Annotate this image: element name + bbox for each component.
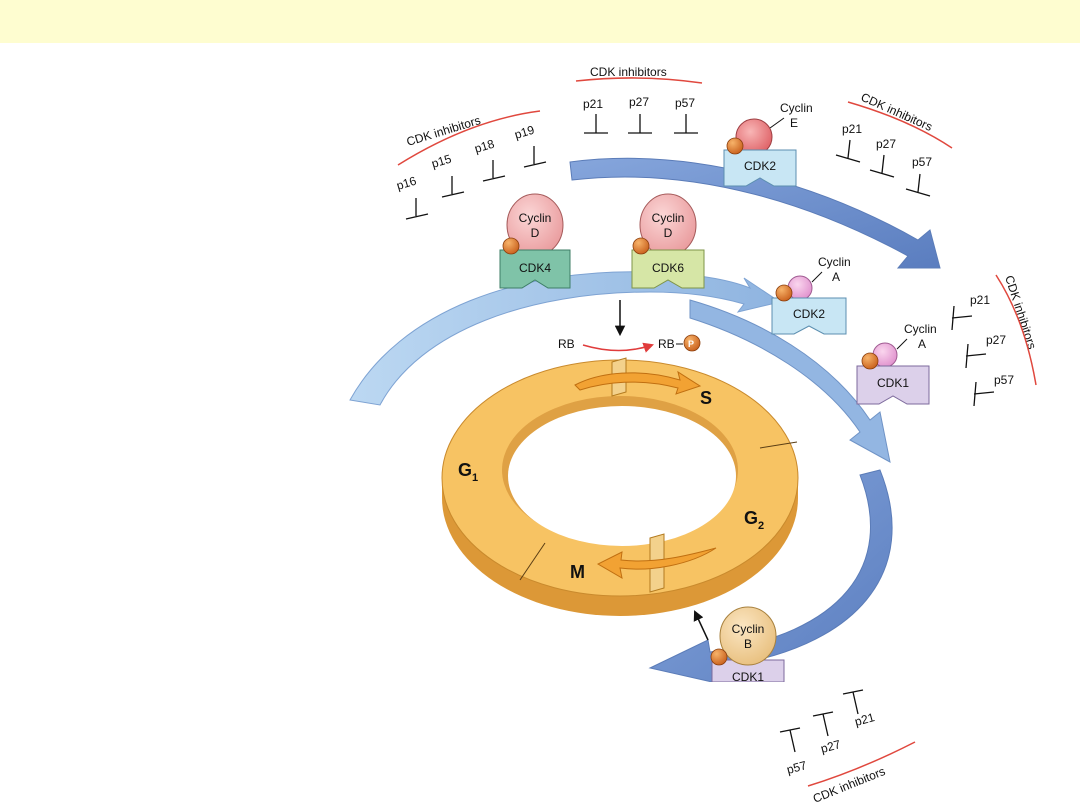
rb-label: RB [558, 337, 575, 351]
inhibitor-label-p15: p15 [430, 152, 454, 171]
cyclin-label: Cyclin [904, 322, 937, 336]
complex-cyclin-a-cdk1: Cyclin A CDK1 [856, 322, 937, 405]
inhibitor-group-right-side: CDK inhibitors p21 p27 p57 [951, 274, 1039, 407]
phosphate-icon [710, 648, 728, 666]
inhibitor-label-p57: p57 [994, 373, 1014, 387]
complex-cyclin-d-cdk4: Cyclin D CDK4 [499, 193, 571, 289]
complex-cyclin-a-cdk2: Cyclin A CDK2 [771, 255, 851, 335]
cyclin-type-label: E [790, 116, 798, 130]
rb-phosphorylation-arrow [582, 342, 654, 353]
phosphate-label: P [688, 339, 694, 349]
cyclin-b-to-m-arrow [693, 610, 709, 641]
inhibitor-group-label: CDK inhibitors [859, 90, 935, 134]
inhibitor-label-p57: p57 [675, 96, 695, 110]
phosphate-icon [632, 237, 650, 255]
cdk-label: CDK4 [519, 261, 551, 275]
inhibitor-group-right-upper: CDK inhibitors p21 p27 p57 [835, 90, 953, 197]
cyclin-label: Cyclin [652, 211, 685, 225]
phosphate-icon [775, 284, 793, 302]
inhibitor-group-label: CDK inhibitors [1002, 274, 1039, 351]
g1-s-checkpoint [574, 357, 702, 397]
cyclin-label: Cyclin [818, 255, 851, 269]
phase-label-g2: G2 [744, 508, 764, 532]
inhibitor-label-p19: p19 [513, 123, 537, 142]
cyclin-type-label: A [918, 337, 926, 351]
inner-light-arrow [349, 271, 782, 406]
cyclin-type-label: A [832, 270, 840, 284]
phosphate-icon [683, 334, 701, 352]
inhibitor-group-label: CDK inhibitors [590, 65, 667, 79]
cell-cycle-ring [441, 359, 799, 616]
cyclin-type-label: D [531, 226, 540, 240]
cyclin-type-label: B [744, 637, 752, 651]
phosphate-icon [861, 352, 879, 370]
inhibitor-group-label: CDK inhibitors [811, 764, 887, 806]
cdk-label: CDK2 [744, 159, 776, 173]
inhibitor-label-p21: p21 [970, 293, 990, 307]
inhibitor-label-p21: p21 [842, 122, 862, 136]
rb-phosphorylated-label: RB [658, 337, 675, 351]
inhibitor-group-bottom: p57 p27 p21 CDK inhibitors [779, 689, 916, 806]
inhibitor-label-p27: p27 [819, 737, 842, 756]
cdk-label: CDK1 [877, 376, 909, 390]
inhibitor-group-label: CDK inhibitors [405, 113, 482, 149]
inhibitor-label-p21: p21 [583, 97, 603, 111]
inhibitor-label-p27: p27 [876, 137, 896, 151]
cdk-label: CDK1 [732, 670, 764, 684]
g2-m-checkpoint [596, 533, 717, 593]
inhibitor-label-p57: p57 [785, 758, 808, 777]
phosphate-icon [502, 237, 520, 255]
cyclin-label: Cyclin [519, 211, 552, 225]
cyclin-label: Cyclin [780, 101, 813, 115]
title-banner [0, 0, 1080, 43]
phase-label-m: M [570, 562, 585, 582]
inhibitor-label-p21: p21 [853, 710, 876, 729]
inhibitor-group-top: CDK inhibitors p21 p27 p57 [575, 65, 703, 134]
inhibitor-label-p16: p16 [395, 174, 419, 193]
cdk-label: CDK6 [652, 261, 684, 275]
phase-label-g1: G1 [458, 460, 478, 484]
outer-right-arrow-to-m [648, 469, 893, 683]
complex-cyclin-e-cdk2: Cyclin E CDK2 [723, 101, 813, 187]
phase-label-s: S [700, 388, 712, 408]
cyclin-type-label: D [664, 226, 673, 240]
inhibitor-label-p18: p18 [473, 137, 497, 156]
complex-cyclin-d-cdk6: Cyclin D CDK6 [631, 193, 705, 289]
phosphate-icon [726, 137, 744, 155]
cyclin-label: Cyclin [732, 622, 765, 636]
inhibitor-label-p57: p57 [912, 155, 932, 169]
complex-cyclin-b-cdk1: CDK1 Cyclin B [693, 606, 800, 694]
middle-arrow-to-g2 [689, 299, 891, 463]
cdk-label: CDK2 [793, 307, 825, 321]
inhibitor-label-p27: p27 [629, 95, 649, 109]
inhibitor-label-p27: p27 [986, 333, 1006, 347]
